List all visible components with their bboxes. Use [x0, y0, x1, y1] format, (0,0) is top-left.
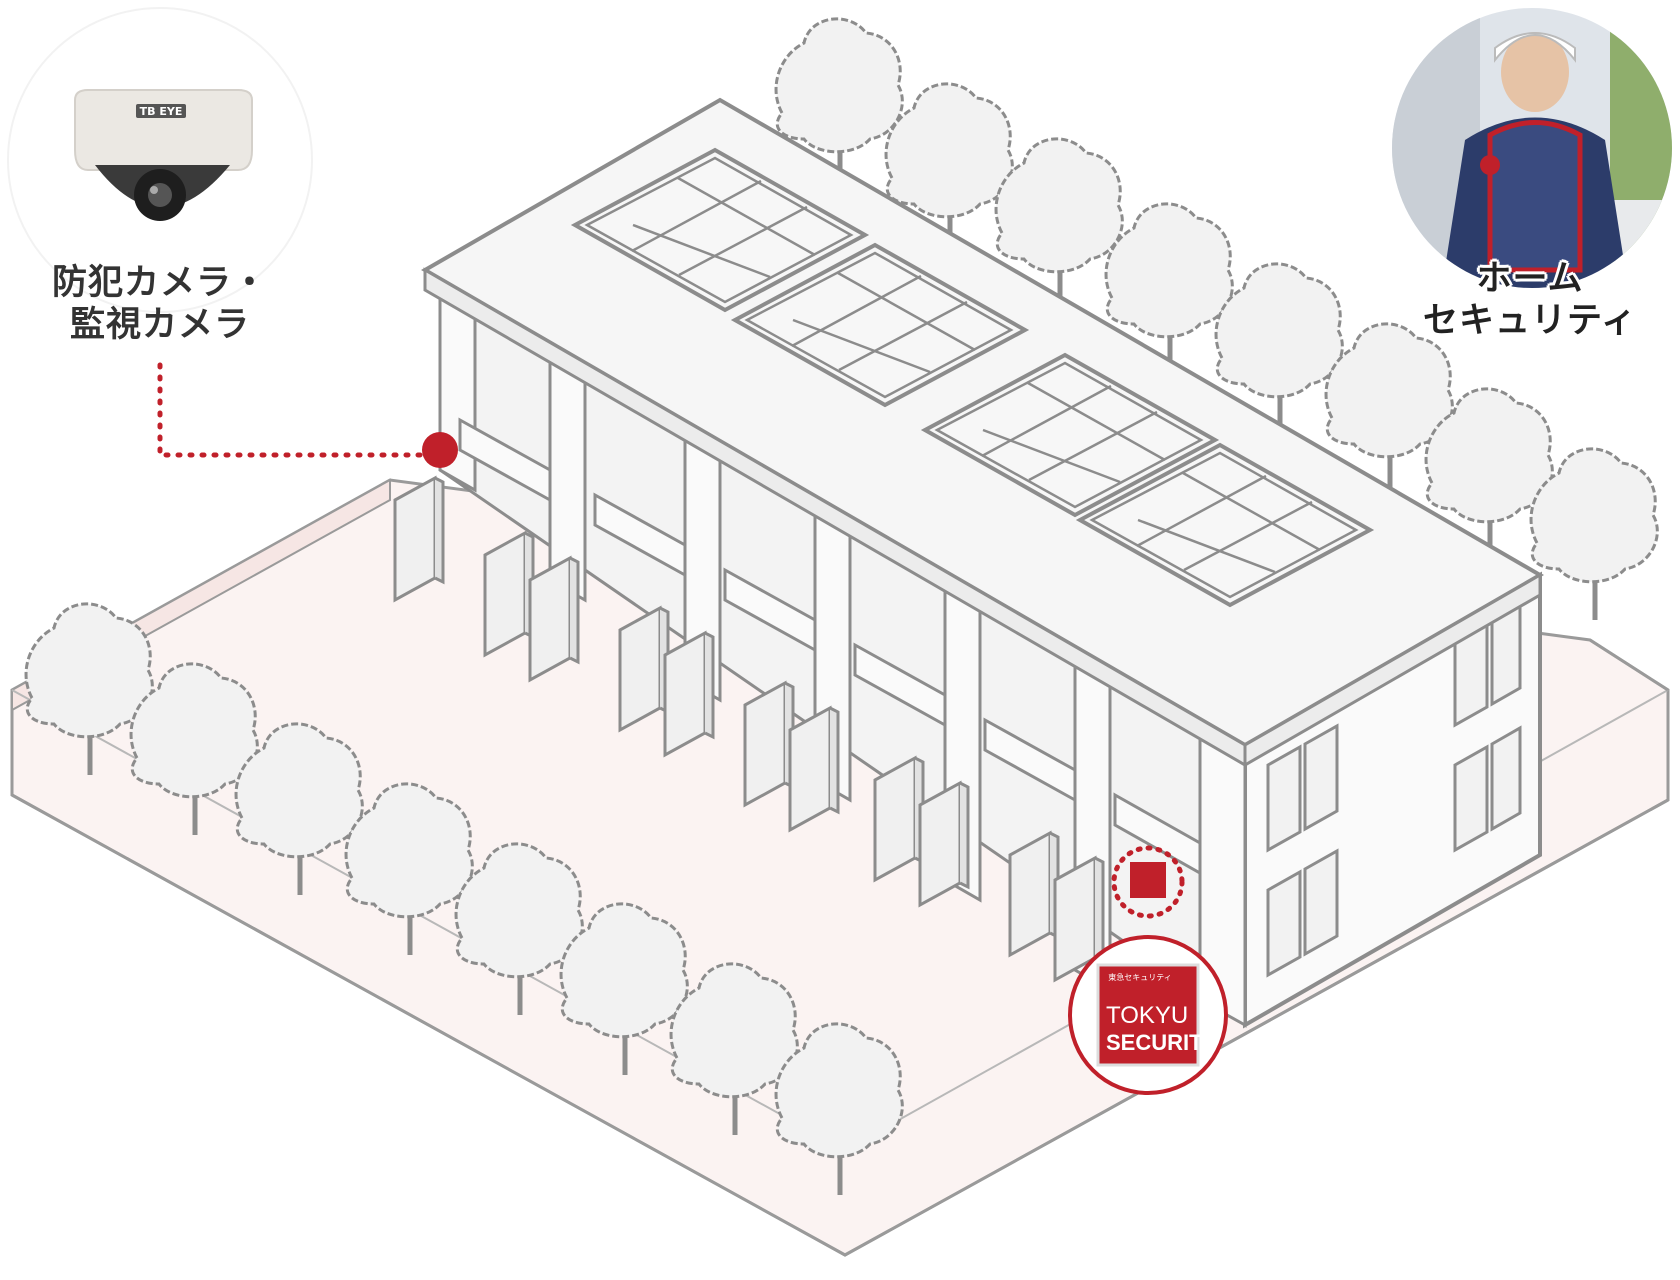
- home-security-label: ホーム セキュリティ: [1395, 258, 1665, 342]
- sticker-brand-line1: TOKYU: [1106, 1002, 1188, 1029]
- sticker-brand-line2: SECURITY: [1106, 1030, 1218, 1055]
- camera-callout: TB EYE: [7, 7, 313, 313]
- camera-connector-line: [157, 362, 443, 458]
- security-sticker-icon: [1096, 963, 1200, 1067]
- sticker-small-text: 東急セキュリティ: [1108, 972, 1172, 982]
- security-sticker-badge: 東急セキュリティ TOKYU SECURITY: [1068, 935, 1228, 1095]
- dome-camera-icon: TB EYE: [74, 89, 253, 221]
- camera-label: 防犯カメラ・ 監視カメラ: [10, 262, 310, 346]
- camera-brand-text: TB EYE: [140, 105, 183, 118]
- camera-label-line2: 監視カメラ: [69, 305, 250, 345]
- security-sticker-marker: [1111, 845, 1185, 919]
- home-security-label-line2: セキュリティ: [1423, 301, 1637, 341]
- camera-label-line1: 防犯カメラ・: [51, 263, 268, 303]
- security-guard-photo: [1392, 8, 1672, 288]
- home-security-label-line1: ホーム: [1476, 259, 1584, 299]
- camera-location-marker: [422, 432, 458, 468]
